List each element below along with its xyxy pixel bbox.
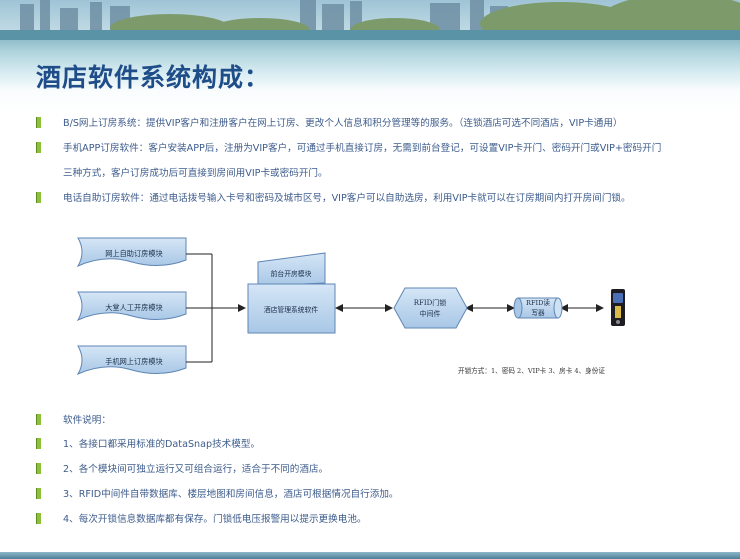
management-system-box: 酒店管理系统软件 <box>247 283 336 334</box>
unlock-methods-caption: 开锁方式：1、密码 2、VIP卡 3、房卡 4、身份证 <box>458 366 605 375</box>
rfid-reader: RFID读 写器 <box>513 297 563 319</box>
bullet-icon <box>36 438 41 449</box>
module-label: 大堂人工开房模块 <box>105 303 163 312</box>
lake-water <box>0 30 740 90</box>
bullet-icon <box>36 117 41 128</box>
rfid-reader-line2: 写器 <box>531 309 545 317</box>
rfid-middleware-line2: 中间件 <box>420 309 441 318</box>
page-title: 酒店软件系统构成： <box>36 63 271 92</box>
bullet-icon <box>36 513 41 524</box>
module-label: 手机网上订房模块 <box>105 357 163 366</box>
front-desk-module: 前台开房模块 <box>257 252 326 287</box>
left-module-mobile: 手机网上订房模块 <box>76 345 187 376</box>
city-skyline-image <box>0 0 740 40</box>
bullet-icon <box>36 414 41 425</box>
rfid-reader-line1: RFID读 <box>526 298 550 307</box>
svg-text:前台开房模块: 前台开房模块 <box>271 269 312 278</box>
left-module-online: 网上自助订房模块 <box>76 237 187 268</box>
bullet-icon <box>36 463 41 474</box>
left-module-lobby: 大堂人工开房模块 <box>76 291 187 322</box>
svg-text:酒店管理系统软件: 酒店管理系统软件 <box>264 305 319 314</box>
header-banner: 酒店软件系统构成： <box>0 0 740 112</box>
bullet-icon <box>36 488 41 499</box>
door-lock-icon <box>611 289 625 326</box>
bullet-icon <box>36 142 41 153</box>
module-label: 网上自助订房模块 <box>105 249 163 258</box>
rfid-middleware: RFID门锁 中间件 <box>393 287 468 329</box>
rfid-middleware-line1: RFID门锁 <box>414 298 447 307</box>
footer-bar <box>0 552 740 559</box>
bullet-icon <box>36 192 41 203</box>
